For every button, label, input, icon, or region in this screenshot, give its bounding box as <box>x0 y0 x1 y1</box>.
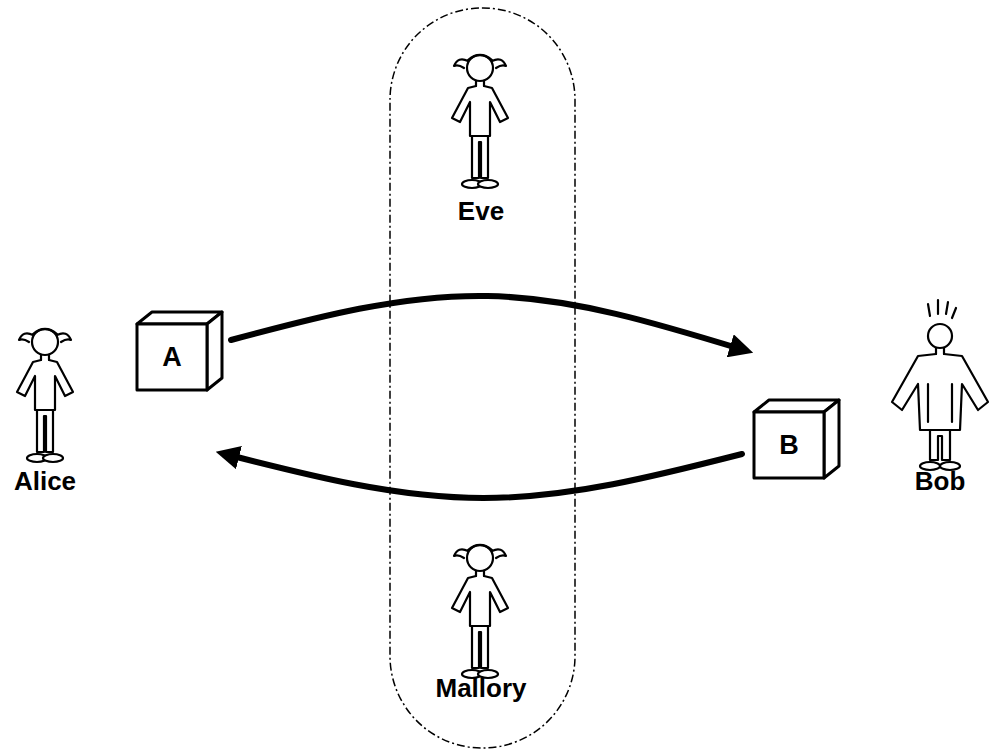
message-arrow <box>225 454 742 498</box>
alice-figure <box>17 329 73 462</box>
box-letter: A <box>137 324 207 390</box>
person-name: Bob <box>915 467 966 496</box>
cube-box: B <box>752 398 842 480</box>
person-name: Eve <box>458 197 504 226</box>
message-arrow <box>231 296 744 350</box>
eve-figure <box>452 55 508 188</box>
person-name: Mallory <box>435 674 526 703</box>
box-letter: B <box>754 412 824 478</box>
adversary-region <box>390 8 575 748</box>
person-name: Alice <box>14 467 76 496</box>
bob-figure <box>892 300 988 470</box>
mallory-figure <box>452 545 508 678</box>
cube-box: A <box>135 310 225 392</box>
